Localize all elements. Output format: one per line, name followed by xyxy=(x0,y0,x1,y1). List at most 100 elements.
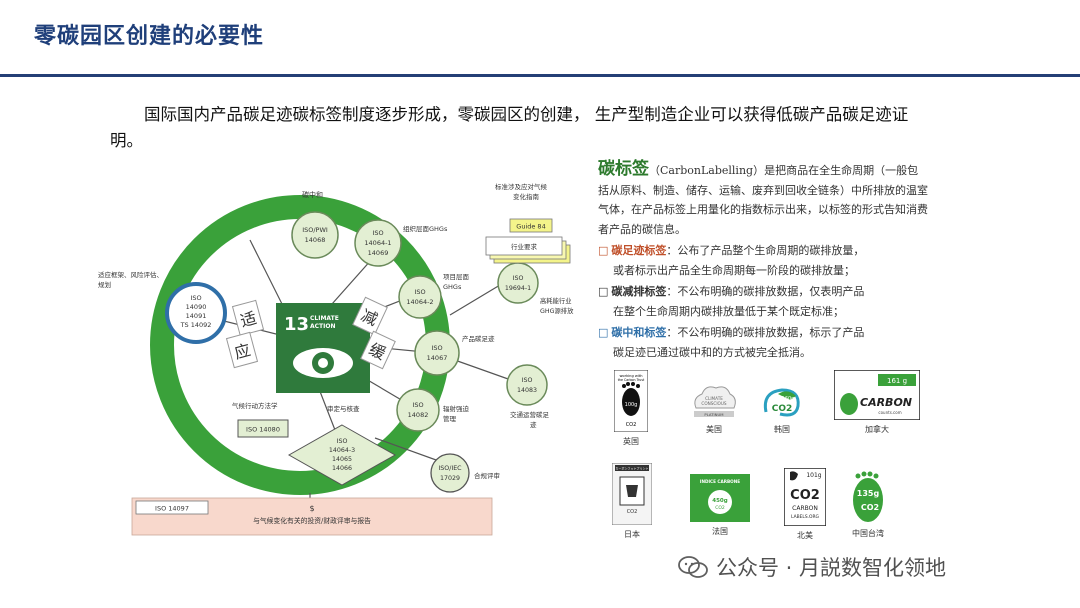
kr-label: 160g CO2 韩国 xyxy=(760,384,804,435)
svg-text:14068: 14068 xyxy=(305,236,326,244)
japan-footprint-icon: カーボンフットプリント CO2 xyxy=(612,463,652,525)
svg-text:14067: 14067 xyxy=(427,354,448,362)
adapt-label-1: 适应框架、风险评估、 xyxy=(98,270,163,279)
transport-label-2: 迹 xyxy=(530,420,537,429)
svg-text:CO2: CO2 xyxy=(626,422,637,428)
iso-pwi-14068-node: ISO/PWI 14068 xyxy=(292,212,338,258)
transport-label-1: 交通运营碳足 xyxy=(510,410,550,419)
svg-text:101g: 101g xyxy=(806,472,821,479)
iso-14067-node: ISO 14067 xyxy=(415,331,459,375)
us-label: CLIMATE CONSCIOUS PLATINUM 美国 xyxy=(688,380,740,435)
iso-19694-1-node: ISO 19694-1 xyxy=(498,263,538,303)
svg-text:14090: 14090 xyxy=(186,303,207,311)
svg-text:ISO: ISO xyxy=(414,288,425,296)
svg-text:14083: 14083 xyxy=(517,387,537,394)
svg-text:行业要求: 行业要求 xyxy=(511,242,538,251)
checkbox-icon: □ xyxy=(598,285,608,298)
svg-text:ISO: ISO xyxy=(372,229,383,237)
validation-label: 审定与核查 xyxy=(327,404,360,413)
svg-text:13: 13 xyxy=(284,314,309,335)
climate-conscious-icon: CLIMATE CONSCIOUS PLATINUM xyxy=(688,380,740,420)
svg-text:14066: 14066 xyxy=(332,465,352,472)
org-ghg-label: 组织层面GHGs xyxy=(403,224,448,233)
svg-text:$: $ xyxy=(309,504,314,513)
svg-text:14065: 14065 xyxy=(332,456,352,463)
svg-text:LABELS.ORG: LABELS.ORG xyxy=(791,514,819,520)
adapt-label-2: 规划 xyxy=(98,280,111,289)
svg-text:160g: 160g xyxy=(782,396,795,402)
high-energy-label-2: GHG源排放 xyxy=(540,306,574,315)
svg-text:14064-2: 14064-2 xyxy=(406,298,433,306)
iso-14083-node: ISO 14083 xyxy=(507,365,547,405)
svg-text:the Carbon Trust: the Carbon Trust xyxy=(618,378,645,382)
svg-text:CLIMATE: CLIMATE xyxy=(310,315,339,322)
svg-text:161 g: 161 g xyxy=(887,377,907,385)
indice-carbone-icon: INDICE CARBONE 450g CO2 xyxy=(690,474,750,522)
svg-text:CO2: CO2 xyxy=(790,488,820,503)
checkbox-icon: □ xyxy=(598,244,608,257)
svg-text:CARBON: CARBON xyxy=(860,396,912,409)
ca-label: 161 g CARBON counts.com 加拿大 xyxy=(834,370,920,435)
desc-item-footprint: □碳足迹标签：公布了产品整个生命周期的碳排放量， 或者标示出产品全生命周期每一阶… xyxy=(598,241,928,280)
svg-text:19694-1: 19694-1 xyxy=(505,285,531,292)
korea-co2-icon: 160g CO2 xyxy=(760,384,804,420)
svg-text:ISO 14097: ISO 14097 xyxy=(155,505,189,513)
standards-climate-label-1: 标准涉及应对气候 xyxy=(495,182,548,191)
svg-text:14069: 14069 xyxy=(368,249,389,257)
svg-text:14064-1: 14064-1 xyxy=(364,239,391,247)
svg-text:14064-3: 14064-3 xyxy=(329,447,355,454)
project-ghg-label-2: GHGs xyxy=(443,283,462,291)
guide-84-box: Guide 84 xyxy=(510,219,552,232)
svg-text:ISO: ISO xyxy=(522,377,533,384)
page-title: 零碳园区创建的必要性 xyxy=(34,18,264,50)
svg-text:450g: 450g xyxy=(712,498,727,504)
svg-text:PLATINUM: PLATINUM xyxy=(704,412,723,417)
svg-text:135g: 135g xyxy=(857,489,880,498)
svg-text:ISO 14080: ISO 14080 xyxy=(246,426,280,434)
intro-paragraph: 国际国内产品碳足迹碳标签制度逐步形成，零碳园区的创建， 生产型制造企业可以获得低… xyxy=(110,102,910,154)
desc-item-neutral: □碳中和标签：不公布明确的碳排放数据，标示了产品 碳足迹已通过碳中和的方式被完全… xyxy=(598,323,928,362)
sdg-13-climate-action: 13 CLIMATE ACTION xyxy=(276,303,370,393)
product-footprint-label: 产品碳足迹 xyxy=(462,334,495,343)
carbon-label-term: 碳标签 xyxy=(598,159,649,179)
svg-text:14091: 14091 xyxy=(186,312,207,320)
climate-method-label: 气候行动方法学 xyxy=(232,401,278,410)
carbon-label-logos: working with the Carbon Trust 100g CO2 英… xyxy=(600,360,950,560)
carbon-label-description: 碳标签（CarbonLabelling）是把商品在全生命周期（一般包括从原料、制… xyxy=(598,160,928,362)
svg-text:ACTION: ACTION xyxy=(310,323,336,330)
iso-14064-2-node: ISO 14064-2 xyxy=(399,276,441,318)
svg-text:CARBON: CARBON xyxy=(792,505,818,512)
svg-text:カーボンフットプリント: カーボンフットプリント xyxy=(616,466,649,471)
na-label: 101g CO2 CARBON LABELS.ORG 北美 xyxy=(784,468,826,541)
svg-text:CO2: CO2 xyxy=(627,509,638,515)
uk-label: working with the Carbon Trust 100g CO2 英… xyxy=(614,370,648,447)
wechat-icon xyxy=(678,556,708,578)
carbon-labels-org-icon: 101g CO2 CARBON LABELS.ORG xyxy=(784,468,826,526)
svg-text:ISO/PWI: ISO/PWI xyxy=(302,226,328,234)
desc-intro: 碳标签（CarbonLabelling）是把商品在全生命周期（一般包括从原料、制… xyxy=(598,160,928,239)
svg-text:ISO: ISO xyxy=(337,438,348,445)
svg-text:14082: 14082 xyxy=(408,411,429,419)
svg-text:counts.com: counts.com xyxy=(878,410,901,415)
checkbox-icon: □ xyxy=(598,326,608,339)
desc-item-reduction: □碳减排标签：不公布明确的碳排放数据，仅表明产品 在整个生命周期内碳排放量低于某… xyxy=(598,282,928,321)
tw-label: 135g CO2 中国台湾 xyxy=(850,470,886,539)
jp-label: カーボンフットプリント CO2 日本 xyxy=(612,463,652,540)
iso-14090-node: ISO 14090 14091 TS 14092 xyxy=(167,284,225,342)
svg-text:CONSCIOUS: CONSCIOUS xyxy=(701,401,727,406)
svg-text:INDICE CARBONE: INDICE CARBONE xyxy=(700,479,740,484)
svg-text:ISO/IEC: ISO/IEC xyxy=(438,465,462,472)
svg-text:ISO: ISO xyxy=(412,401,423,409)
svg-text:CO2: CO2 xyxy=(715,505,725,511)
svg-text:TS 14092: TS 14092 xyxy=(180,321,212,329)
iso-14082-node: ISO 14082 xyxy=(397,389,439,431)
svg-text:ISO: ISO xyxy=(431,344,442,352)
fr-label: INDICE CARBONE 450g CO2 法国 xyxy=(690,474,750,537)
svg-text:17029: 17029 xyxy=(440,475,460,482)
carbon-trust-footprint-icon: working with the Carbon Trust 100g CO2 xyxy=(614,370,648,432)
carbon-counts-icon: 161 g CARBON counts.com xyxy=(834,370,920,420)
taiwan-footprint-icon: 135g CO2 xyxy=(850,470,886,524)
adapt-tag: 适 应 xyxy=(227,300,264,367)
standards-climate-label-2: 变化指南 xyxy=(513,192,540,201)
carbon-neutral-label: 碳中和 xyxy=(302,190,323,199)
